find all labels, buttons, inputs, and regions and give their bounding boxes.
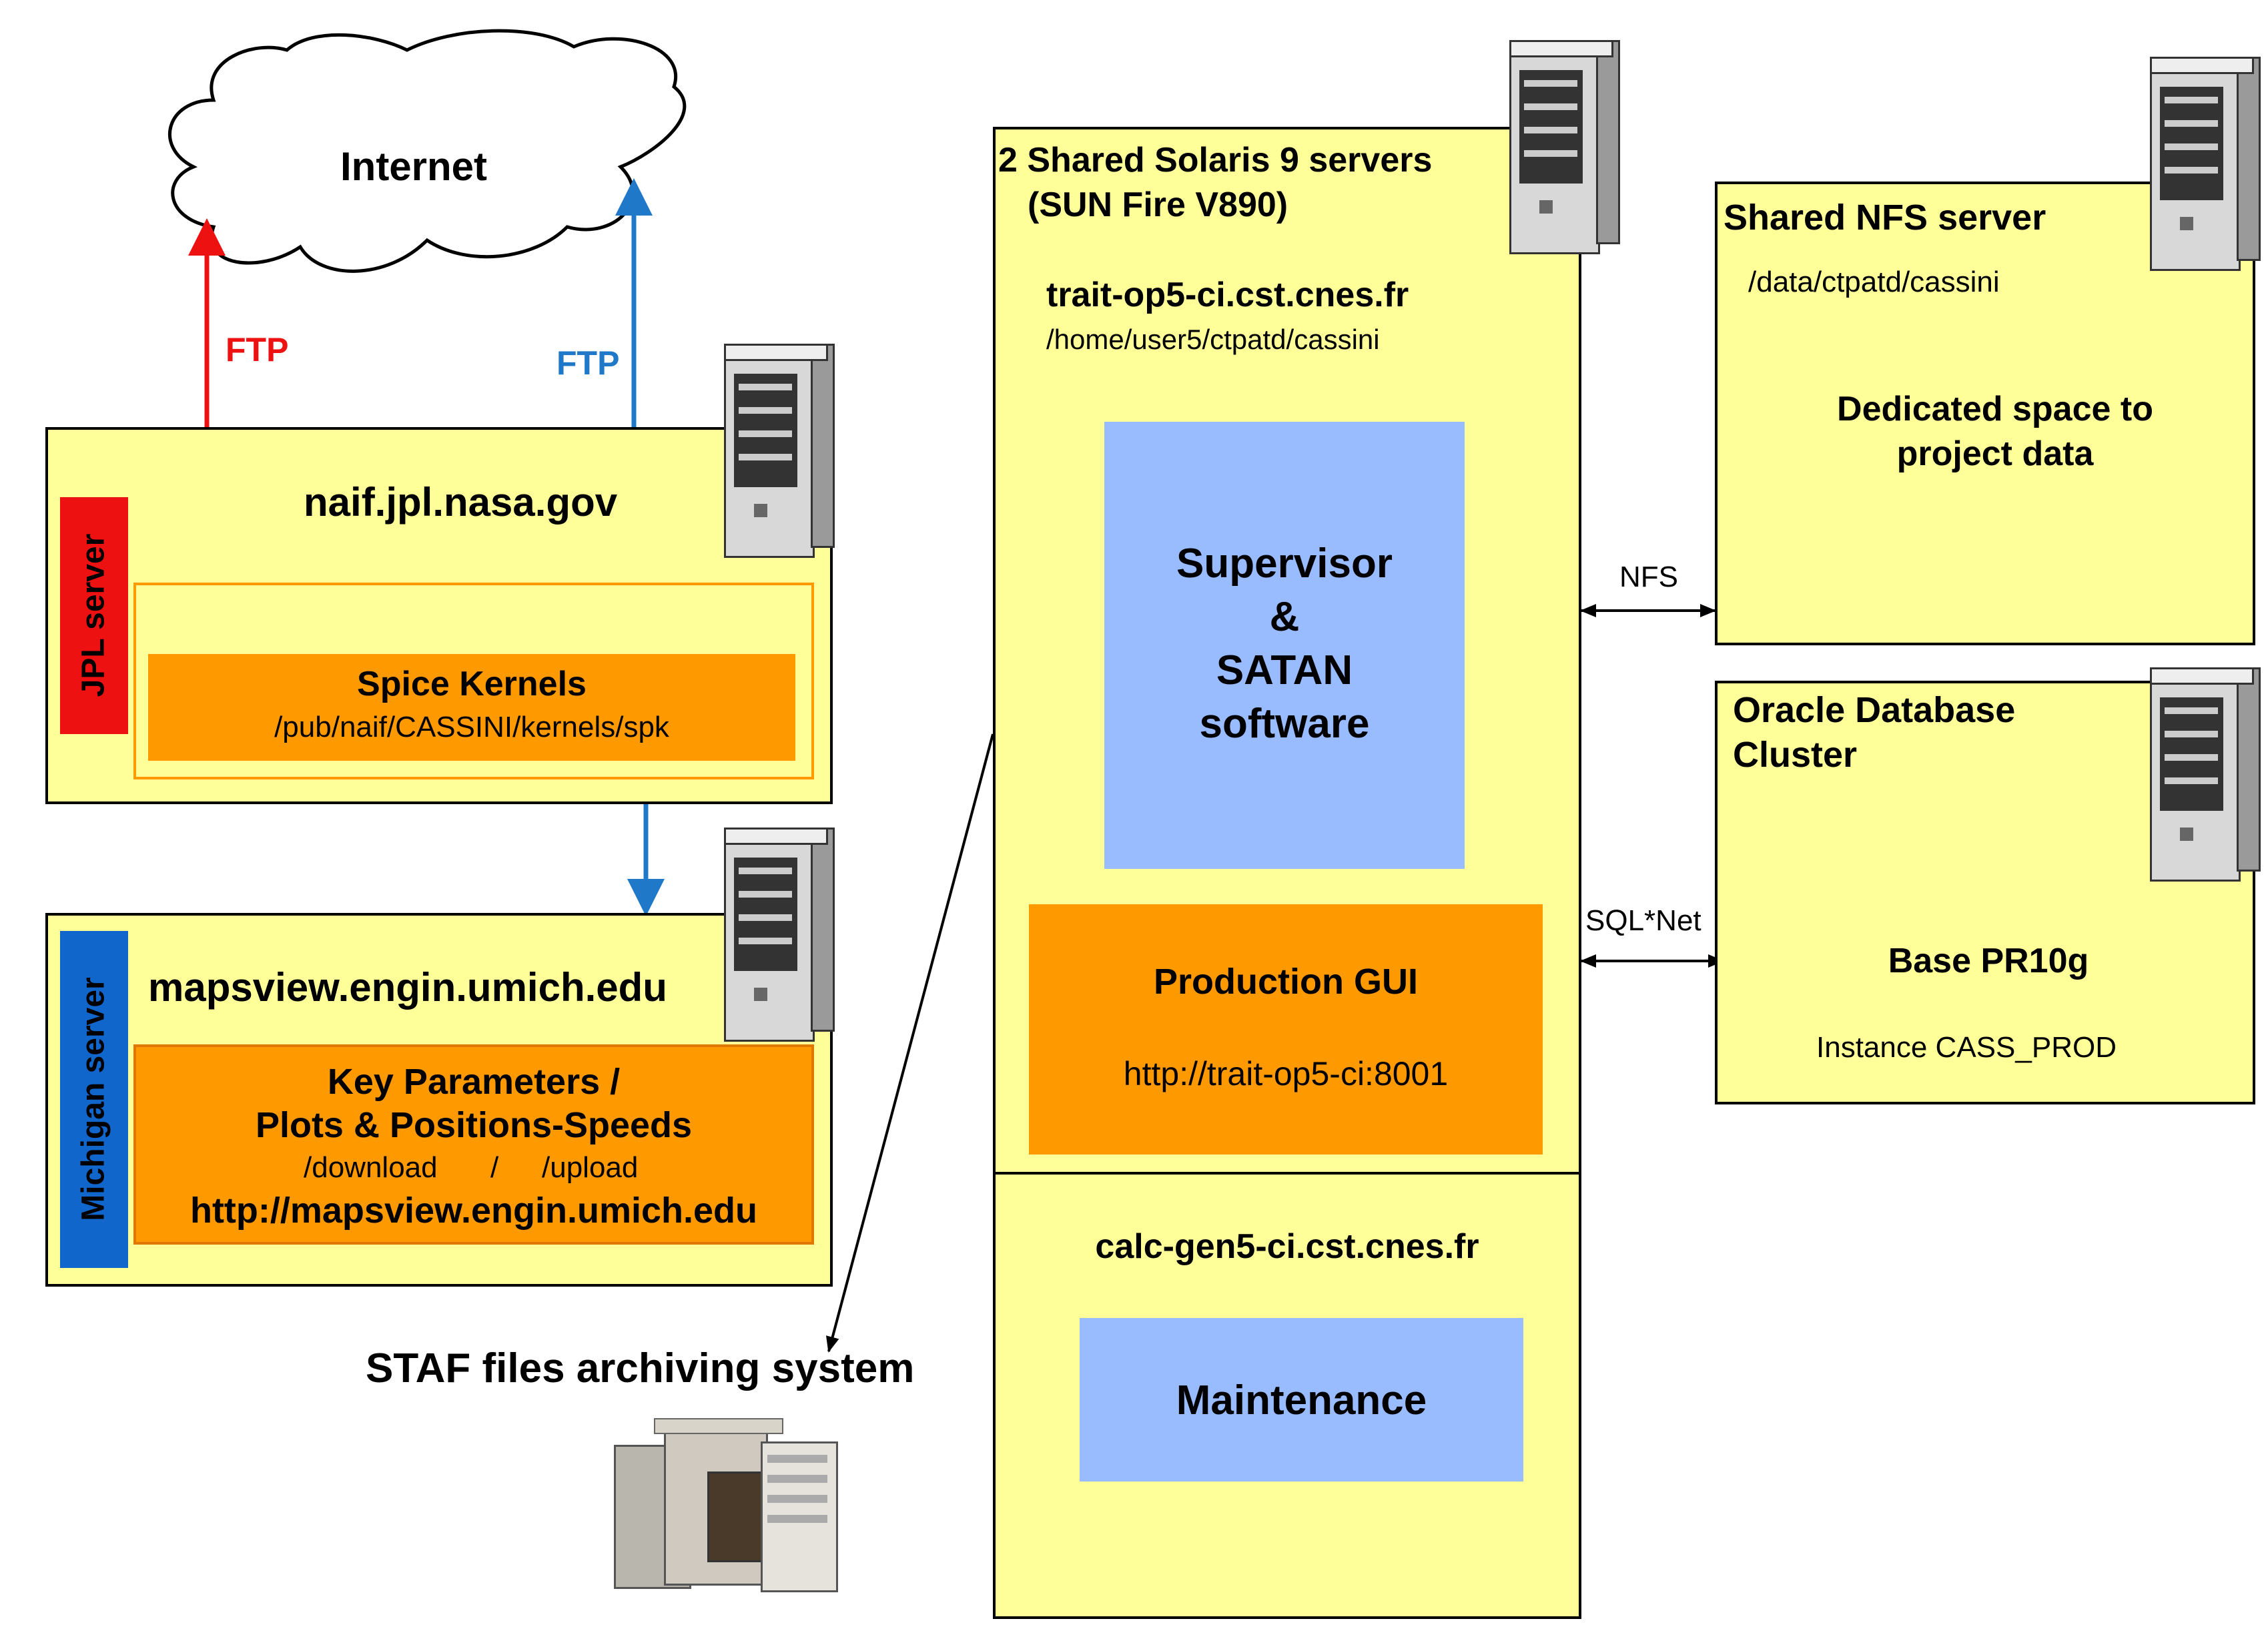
- solaris-server-icon: [1509, 40, 1620, 254]
- michigan-host: mapsview.engin.umich.edu: [148, 965, 667, 1010]
- oracle-instance: Instance CASS_PROD: [1816, 1031, 2117, 1064]
- nfs-title: Shared NFS server: [1724, 198, 2046, 238]
- staf-label: STAF files archiving system: [366, 1345, 915, 1391]
- oracle-title-line1: Oracle Database: [1733, 690, 2016, 730]
- nfs-path: /data/ctpatd/cassini: [1748, 266, 2000, 298]
- ftp-red-label: FTP: [226, 331, 289, 368]
- supervisor-line-4: software: [1199, 701, 1370, 747]
- spice-kernels-path: /pub/naif/CASSINI/kernels/spk: [274, 711, 669, 743]
- nfs-disk-line1: Dedicated space to: [1837, 390, 2153, 428]
- staf-archive-machine: [601, 1408, 847, 1608]
- michigan-server-icon: [724, 828, 835, 1042]
- nfs-server-icon: [2150, 57, 2261, 271]
- ftp-blue-label: FTP: [556, 344, 620, 382]
- jpl-server-icon: [724, 344, 835, 558]
- solaris-title-line1: 2 Shared Solaris 9 servers: [998, 141, 1433, 180]
- production-gui-url: http://trait-op5-ci:8001: [1123, 1055, 1449, 1092]
- key-parameters-line1: Key Parameters /: [327, 1062, 621, 1102]
- michigan-side-label: Michigan server: [75, 977, 111, 1221]
- supervisor-line-3: SATAN: [1216, 647, 1353, 693]
- jpl-inner-frame: [133, 583, 814, 779]
- oracle-title-line2: Cluster: [1733, 735, 1858, 775]
- jpl-host: naif.jpl.nasa.gov: [304, 480, 618, 525]
- key-parameters-box: [133, 1044, 814, 1245]
- spice-kernels-box: [148, 654, 795, 761]
- path-separator: /: [490, 1151, 499, 1184]
- key-parameters-line2: Plots & Positions-Speeds: [255, 1105, 693, 1145]
- supervisor-text: Supervisor & SATAN software: [1104, 537, 1465, 751]
- oracle-db-label: Base PR10g: [1888, 942, 2089, 980]
- jpl-side-tag: [60, 497, 128, 734]
- production-gui-box: [1029, 904, 1543, 1155]
- download-path: /download: [304, 1151, 438, 1184]
- solaris-path: /home/user5/ctpatd/cassini: [1046, 324, 1380, 355]
- michigan-url: http://mapsview.engin.umich.edu: [190, 1191, 758, 1231]
- upload-path: /upload: [542, 1151, 639, 1184]
- oracle-server-icon: [2150, 667, 2261, 882]
- internet-label: Internet: [340, 144, 488, 189]
- calc-host: calc-gen5-ci.cst.cnes.fr: [1095, 1227, 1479, 1266]
- nfs-link-label: NFS: [1619, 561, 1678, 593]
- supervisor-line-1: Supervisor: [1176, 541, 1393, 587]
- solaris-title-line2: (SUN Fire V890): [1028, 186, 1288, 224]
- staf-connector: [825, 733, 994, 1353]
- nfs-disk-line2: project data: [1896, 434, 2094, 473]
- sqlnet-link-label: SQL*Net: [1585, 904, 1702, 937]
- supervisor-box: [1104, 422, 1465, 869]
- solaris-host: trait-op5-ci.cst.cnes.fr: [1046, 276, 1409, 314]
- maintenance-box: [1080, 1318, 1523, 1482]
- internet-cloud: [167, 29, 687, 273]
- supervisor-line-2: &: [1269, 594, 1300, 640]
- michigan-side-tag: [60, 931, 128, 1268]
- production-gui-title: Production GUI: [1154, 962, 1418, 1002]
- maintenance-label: Maintenance: [1176, 1377, 1427, 1423]
- spice-kernels-title: Spice Kernels: [357, 665, 587, 703]
- jpl-side-label: JPL server: [75, 533, 111, 697]
